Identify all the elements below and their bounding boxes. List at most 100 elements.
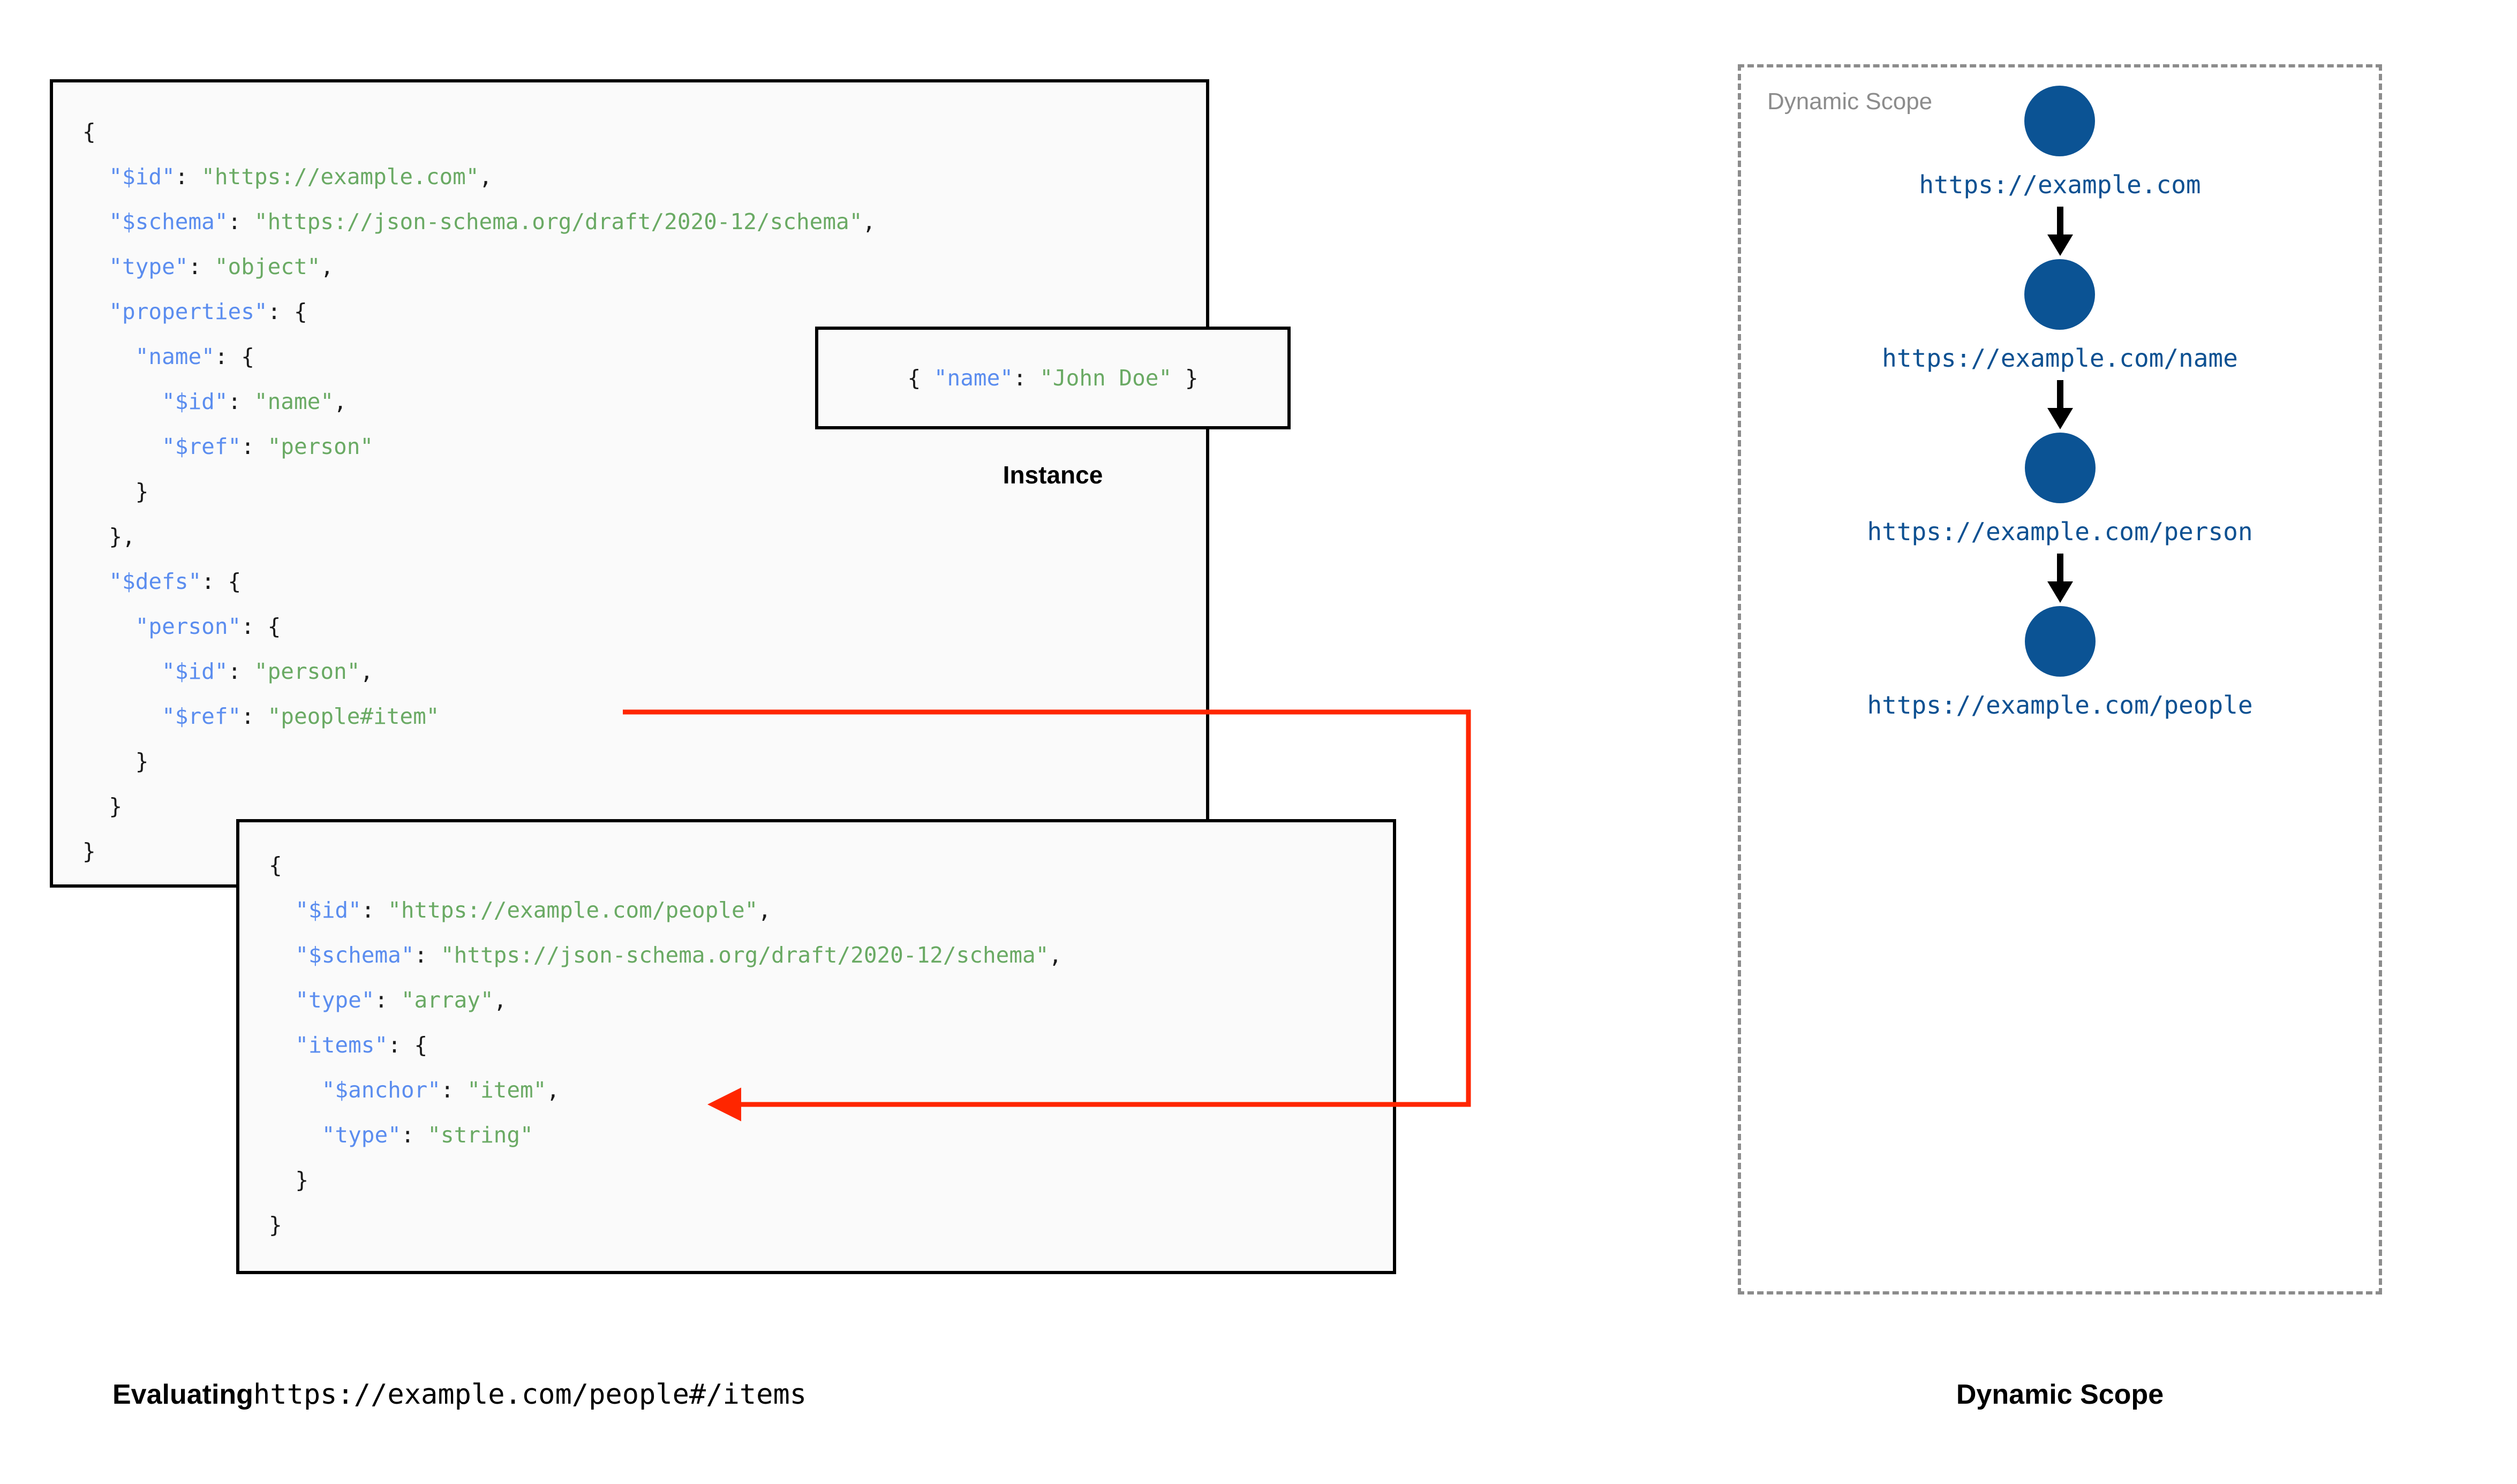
code-token: "$ref" (162, 434, 242, 459)
scope-node: https://example.com (1919, 86, 2201, 199)
code-line: "type": "string" (269, 1112, 1062, 1157)
code-token: : (440, 1077, 468, 1103)
code-token: : (241, 703, 268, 729)
code-line: { (269, 843, 1062, 888)
scope-node-url: https://example.com (1919, 170, 2201, 199)
code-token: "$schema" (109, 209, 228, 234)
code-token: "person" (267, 434, 374, 459)
code-token: { (82, 119, 96, 145)
code-token: : (175, 164, 202, 190)
code-token: "$schema" (295, 942, 415, 968)
code-token: "name" (933, 365, 1013, 391)
code-token: "name" (254, 389, 334, 414)
code-token: "$id" (295, 897, 361, 923)
code-token: { (907, 365, 934, 391)
code-line: "$id": "person", (82, 649, 876, 694)
code-token: "person" (135, 614, 242, 639)
code-token: : (401, 1122, 428, 1148)
evaluating-uri: https://example.com/people#/items (253, 1379, 807, 1411)
code-token: , (479, 164, 493, 190)
code-token: "properties" (109, 299, 268, 324)
dynamic-scope-panel-label: Dynamic Scope (1767, 88, 1933, 115)
code-token: } (82, 838, 96, 864)
code-token: "$anchor" (321, 1077, 441, 1103)
evaluating-label: Evaluating (112, 1379, 253, 1410)
code-token: } (109, 793, 123, 819)
instance-box: { "name": "John Doe" } (815, 327, 1291, 429)
dynamic-scope-panel (1738, 64, 2382, 1294)
scope-node: https://example.com/person (1867, 433, 2253, 546)
instance-caption: Instance (1003, 461, 1103, 489)
code-token: "https://example.com/people" (388, 897, 758, 923)
people-schema-box: { "$id": "https://example.com/people", "… (236, 819, 1396, 1274)
code-line: "$id": "name", (82, 379, 876, 424)
code-token: , (493, 987, 507, 1013)
evaluating-caption: Evaluatinghttps://example.com/people#/it… (112, 1379, 807, 1411)
code-line: "$id": "https://example.com/people", (269, 888, 1062, 933)
root-schema-code: { "$id": "https://example.com", "$schema… (82, 109, 876, 874)
code-token: : (228, 658, 254, 684)
dynamic-scope-stack: https://example.com https://example.com/n… (1738, 64, 2382, 1294)
scope-node-url: https://example.com/people (1867, 691, 2253, 720)
scope-node-circle-icon (2024, 259, 2096, 330)
code-line: "person": { (82, 604, 876, 649)
code-token: "https://example.com" (201, 164, 479, 190)
code-token: "type" (321, 1122, 401, 1148)
code-line: "properties": { (82, 289, 876, 334)
scope-node: https://example.com/name (1882, 259, 2238, 373)
code-token: "https://json-schema.org/draft/2020-12/s… (254, 209, 863, 234)
code-token: : { (388, 1032, 428, 1058)
code-token: "people#item" (267, 703, 440, 729)
code-token: } (269, 1212, 282, 1238)
code-token: "https://json-schema.org/draft/2020-12/s… (440, 942, 1049, 968)
code-token: "person" (254, 658, 360, 684)
code-token: : (228, 389, 254, 414)
code-token: "type" (295, 987, 375, 1013)
code-token: "string" (427, 1122, 533, 1148)
code-line: }, (82, 514, 876, 559)
scope-node-circle-icon (2024, 86, 2096, 156)
code-line: } (82, 469, 876, 514)
scope-node-url: https://example.com/person (1867, 517, 2253, 546)
code-line: "$defs": { (82, 559, 876, 604)
dynamic-scope-caption: Dynamic Scope (1956, 1379, 2164, 1410)
code-line: "name": { (82, 334, 876, 379)
code-token: : { (214, 344, 254, 369)
code-token: } (1172, 365, 1199, 391)
code-token: "$id" (162, 389, 228, 414)
instance-code: { "name": "John Doe" } (818, 330, 1287, 426)
code-line: "$ref": "people#item" (82, 694, 876, 739)
code-line: } (269, 1157, 1062, 1202)
code-token: "$ref" (162, 703, 242, 729)
scope-node: https://example.com/people (1867, 606, 2253, 720)
code-token: "array" (401, 987, 494, 1013)
code-token: , (320, 254, 334, 279)
people-schema-code: { "$id": "https://example.com/people", "… (269, 843, 1062, 1247)
code-token: , (360, 658, 374, 684)
code-line: "type": "object", (82, 244, 876, 289)
code-token: "type" (109, 254, 189, 279)
code-token: : { (201, 569, 242, 594)
code-token: : (241, 434, 268, 459)
code-token: } (135, 479, 149, 504)
code-token: , (862, 209, 876, 234)
code-line: } (82, 784, 876, 829)
scope-down-arrow-icon (2047, 207, 2073, 256)
code-line: "items": { (269, 1023, 1062, 1067)
code-token: , (546, 1077, 560, 1103)
code-line: { (82, 109, 876, 154)
code-token: "$defs" (109, 569, 202, 594)
code-token: "object" (214, 254, 321, 279)
code-line: "$anchor": "item", (269, 1067, 1062, 1112)
scope-down-arrow-icon (2047, 554, 2073, 603)
code-token: , (1049, 942, 1062, 968)
code-token: : (361, 897, 388, 923)
code-token: "John Doe" (1039, 365, 1172, 391)
code-line: "$ref": "person" (82, 424, 876, 469)
code-token: "name" (135, 344, 215, 369)
code-token: : (228, 209, 254, 234)
scope-node-url: https://example.com/name (1882, 344, 2238, 373)
code-line: "$schema": "https://json-schema.org/draf… (82, 199, 876, 244)
code-token: : { (267, 299, 307, 324)
code-token: }, (109, 524, 135, 549)
